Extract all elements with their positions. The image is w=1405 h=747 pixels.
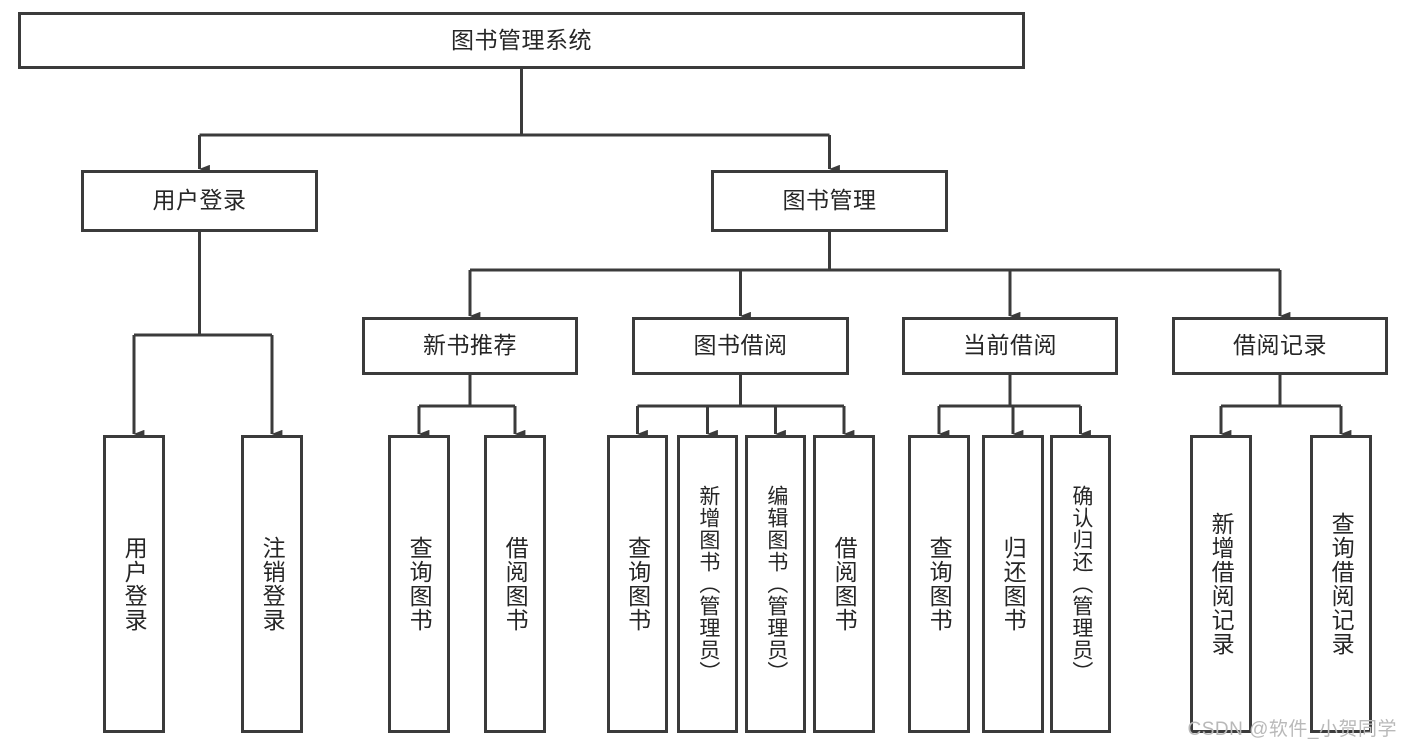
- node-label: 图书管理: [782, 187, 877, 214]
- node-label: 图书管理系统: [451, 26, 592, 53]
- node-leaf-query-book-a[interactable]: 查询图书: [388, 435, 450, 733]
- node-label: 借阅图书: [831, 536, 858, 632]
- node-label: 查询图书: [624, 536, 651, 632]
- node-label: 查询图书: [926, 536, 953, 632]
- node-leaf-confirm-return-admin[interactable]: 确认归还（管理员）: [1050, 435, 1111, 733]
- node-label: 当前借阅: [963, 332, 1057, 359]
- node-root[interactable]: 图书管理系统: [18, 12, 1025, 69]
- node-leaf-add-book-admin[interactable]: 新增图书（管理员）: [677, 435, 738, 733]
- edge-layer: [132, 69, 1352, 439]
- node-label: 归还图书: [1000, 536, 1027, 632]
- node-user-login[interactable]: 用户登录: [81, 170, 318, 232]
- node-label: 新书推荐: [423, 332, 517, 359]
- node-label: 编辑图书（管理员）: [764, 485, 788, 683]
- node-leaf-add-borrow-record[interactable]: 新增借阅记录: [1190, 435, 1252, 733]
- node-leaf-edit-book-admin[interactable]: 编辑图书（管理员）: [745, 435, 806, 733]
- node-new-book-recommend[interactable]: 新书推荐: [362, 317, 578, 375]
- node-label: 借阅图书: [502, 536, 529, 632]
- node-leaf-query-book-c[interactable]: 查询图书: [908, 435, 970, 733]
- node-leaf-return-book[interactable]: 归还图书: [982, 435, 1044, 733]
- watermark-text: CSDN @软件_小贺同学: [1187, 719, 1397, 740]
- node-label: 图书借阅: [693, 332, 788, 359]
- node-label: 用户登录: [152, 187, 247, 214]
- node-leaf-query-book-b[interactable]: 查询图书: [607, 435, 668, 733]
- node-label: 用户登录: [121, 536, 148, 632]
- node-leaf-borrow-book-b[interactable]: 借阅图书: [813, 435, 875, 733]
- node-borrow-record[interactable]: 借阅记录: [1172, 317, 1388, 375]
- node-label: 新增借阅记录: [1208, 512, 1235, 656]
- node-label: 查询借阅记录: [1328, 512, 1355, 656]
- node-label: 确认归还（管理员）: [1069, 485, 1093, 683]
- node-leaf-borrow-book-a[interactable]: 借阅图书: [484, 435, 546, 733]
- node-label: 新增图书（管理员）: [696, 485, 720, 683]
- node-leaf-logout-login[interactable]: 注销登录: [241, 435, 303, 733]
- node-label: 借阅记录: [1233, 332, 1327, 359]
- node-leaf-query-borrow-record[interactable]: 查询借阅记录: [1310, 435, 1372, 733]
- node-current-borrow[interactable]: 当前借阅: [902, 317, 1118, 375]
- node-label: 注销登录: [259, 536, 286, 632]
- node-book-borrow[interactable]: 图书借阅: [632, 317, 849, 375]
- node-leaf-user-login[interactable]: 用户登录: [103, 435, 165, 733]
- node-label: 查询图书: [406, 536, 433, 632]
- node-book-manage[interactable]: 图书管理: [711, 170, 948, 232]
